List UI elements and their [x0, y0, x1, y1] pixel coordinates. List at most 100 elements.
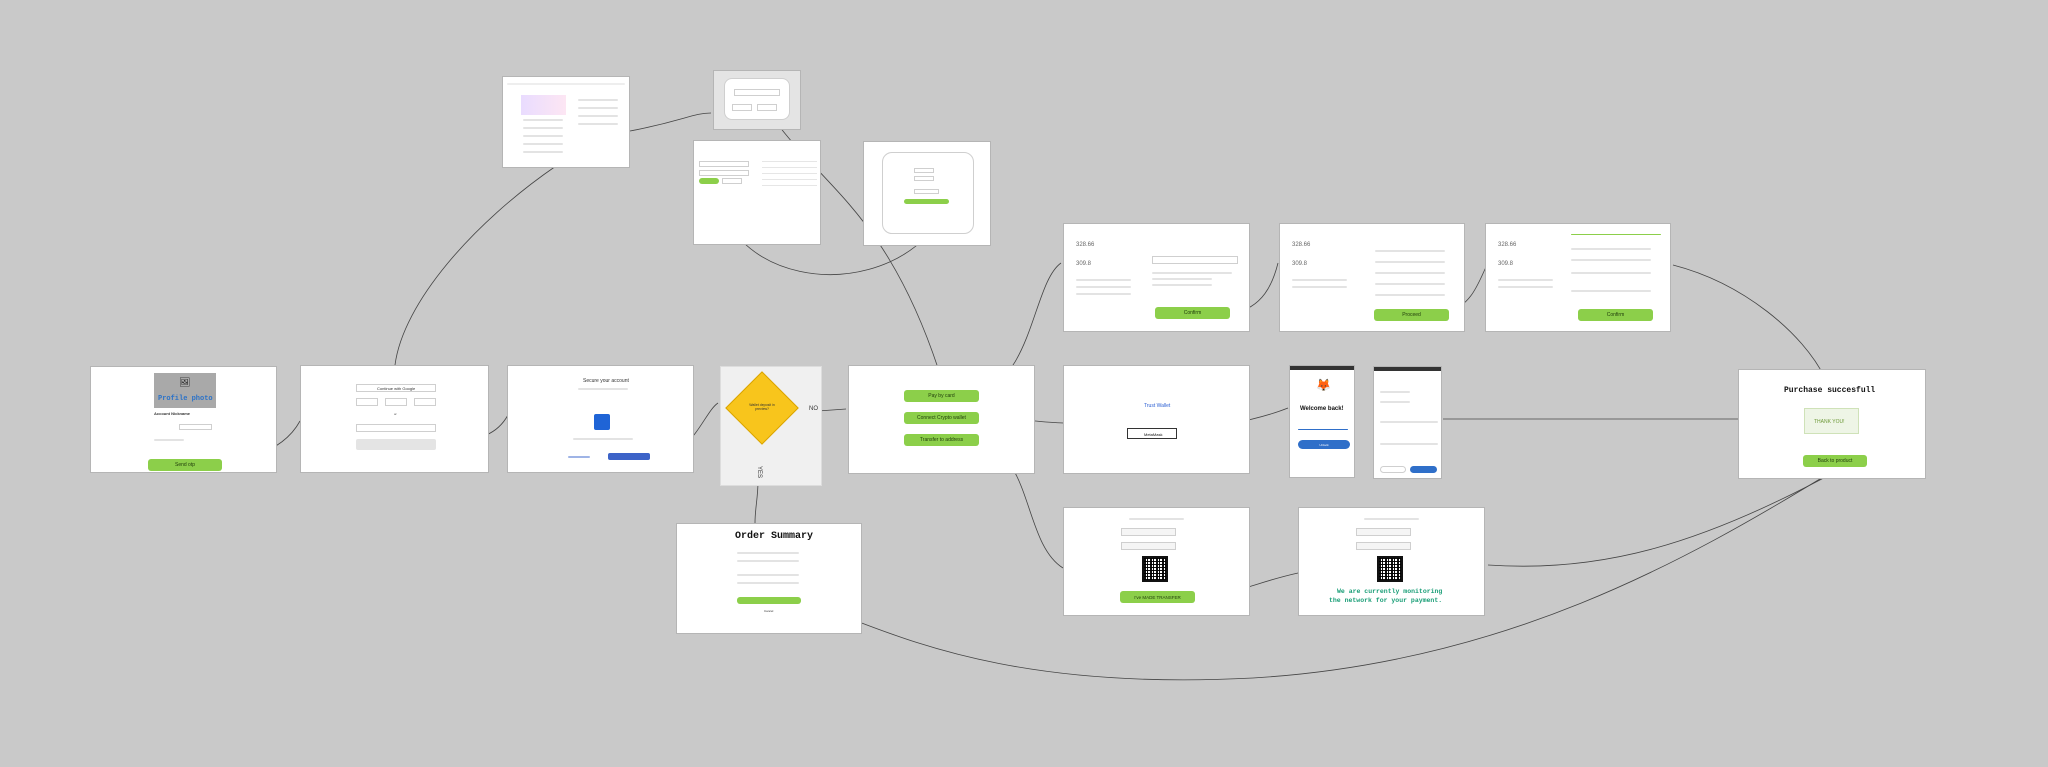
- amount-secondary: 309.8: [1498, 261, 1514, 267]
- note-row: [1152, 272, 1232, 274]
- order-cancel[interactable]: Cancel: [764, 609, 774, 613]
- wallet-address-input[interactable]: [1152, 256, 1238, 264]
- row: [523, 151, 563, 153]
- detail-row: [1380, 391, 1410, 393]
- made-transfer-button[interactable]: I've MADE TRANSFER: [1120, 591, 1195, 603]
- exchange-frame: [693, 140, 821, 245]
- connect-wallet-button[interactable]: Connect Crypto wallet: [904, 412, 979, 424]
- secure-title: Secure your account: [583, 378, 629, 384]
- continue-button-disabled[interactable]: [356, 439, 436, 450]
- monitoring-line-1: We are currently monitoring: [1337, 588, 1443, 595]
- order-title: Order Summary: [735, 531, 814, 542]
- exchange-modal-frame: [863, 141, 991, 246]
- nickname-input[interactable]: [179, 424, 212, 430]
- amount-secondary: 309.8: [1292, 261, 1308, 267]
- unlock-button[interactable]: Unlock: [1298, 440, 1350, 449]
- profile-photo-label: Profile photo: [158, 395, 213, 403]
- transfer-button[interactable]: Transfer to address: [904, 434, 979, 446]
- method-row[interactable]: [1375, 294, 1445, 296]
- fox-icon: 🦊: [1316, 378, 1331, 392]
- row: [578, 107, 618, 109]
- social-button[interactable]: [356, 398, 378, 406]
- order-row: [737, 560, 799, 562]
- info-row: [1292, 286, 1347, 288]
- monitoring-line-2: the network for your payment.: [1329, 597, 1443, 604]
- email-input[interactable]: [356, 424, 436, 432]
- or-label: or: [394, 412, 397, 416]
- continue-google-button[interactable]: Continue with Google: [356, 384, 436, 392]
- social-button[interactable]: [385, 398, 407, 406]
- payment-options-frame: Pay by card Connect Crypto wallet Transf…: [848, 365, 1035, 474]
- trust-wallet-label[interactable]: Trust Wallet: [1144, 403, 1171, 409]
- summary-row: [1571, 272, 1651, 274]
- exchange-button-alt[interactable]: [722, 178, 742, 184]
- address-field: [1121, 542, 1176, 550]
- thank-you-label: THANK YOU!: [1814, 419, 1845, 425]
- connector-card3-success: [1672, 264, 1826, 379]
- confirm-button[interactable]: Confirm: [1155, 307, 1230, 319]
- modal-input[interactable]: [734, 89, 780, 96]
- exchange-button[interactable]: [699, 178, 719, 184]
- card-payment-frame-2: 328.66 309.8 Proceed: [1279, 223, 1465, 332]
- connector-popup-payoptions: [762, 102, 939, 369]
- order-confirm-button[interactable]: [737, 597, 801, 604]
- login-frame: Continue with Google or: [300, 365, 489, 473]
- exchange-modal-input[interactable]: [914, 189, 939, 194]
- instruction-line: [1364, 518, 1419, 520]
- info-row: [1076, 279, 1131, 281]
- profile-photo-box[interactable]: 🖼 Profile photo: [154, 373, 216, 408]
- monitoring-frame: We are currently monitoring the network …: [1298, 507, 1485, 616]
- transfer-qr-frame: I've MADE TRANSFER: [1063, 507, 1250, 616]
- exchange-input[interactable]: [699, 170, 749, 176]
- balance-card: [521, 95, 566, 115]
- proceed-button[interactable]: Proceed: [1374, 309, 1449, 321]
- password-field[interactable]: [1298, 429, 1348, 430]
- setup-2fa-button[interactable]: [608, 453, 650, 460]
- qr-code-icon: [1377, 556, 1403, 582]
- hint-line: [573, 438, 633, 440]
- exchange-modal-input[interactable]: [914, 176, 934, 181]
- detail-row: [1380, 401, 1410, 403]
- order-row: [737, 552, 799, 554]
- method-row[interactable]: [1375, 261, 1445, 263]
- note-row: [1152, 278, 1212, 280]
- back-to-product-button[interactable]: Back to product: [1803, 455, 1867, 467]
- amount-field: [1356, 528, 1411, 536]
- diagram-canvas: 🖼 Profile photo Account Nickname Send ot…: [3, 3, 2046, 765]
- exchange-input[interactable]: [699, 161, 749, 167]
- card-payment-frame-1: 328.66 309.8 Confirm: [1063, 223, 1250, 332]
- summary-row: [1571, 259, 1651, 261]
- skip-link[interactable]: [568, 456, 590, 458]
- order-row: [737, 574, 799, 576]
- amount: 328.66: [1292, 242, 1311, 248]
- modal-ok[interactable]: [757, 104, 777, 111]
- exchange-modal-input[interactable]: [914, 168, 934, 173]
- row: [578, 115, 618, 117]
- info-row: [1498, 286, 1553, 288]
- account-nickname-label: Account Nickname: [154, 411, 191, 416]
- method-row[interactable]: [1375, 250, 1445, 252]
- info-row: [1292, 279, 1347, 281]
- reject-button[interactable]: [1380, 466, 1406, 473]
- pay-by-card-button[interactable]: Pay by card: [904, 390, 979, 402]
- method-row[interactable]: [1375, 272, 1445, 274]
- order-row: [737, 582, 799, 584]
- method-row[interactable]: [1375, 283, 1445, 285]
- info-row: [1498, 279, 1553, 281]
- confirm-button[interactable]: Confirm: [1578, 309, 1653, 321]
- google-label: Continue with Google: [377, 386, 416, 391]
- detail-row: [1380, 443, 1438, 445]
- confirm-button[interactable]: [1410, 466, 1437, 473]
- address-field: [1356, 542, 1411, 550]
- summary-row: [1571, 290, 1651, 292]
- modal-cancel[interactable]: [732, 104, 752, 111]
- exchange-modal-submit[interactable]: [904, 199, 949, 204]
- social-button[interactable]: [414, 398, 436, 406]
- metamask-button[interactable]: MetaMask: [1127, 428, 1177, 439]
- amount: 328.66: [1498, 242, 1517, 248]
- connector-decision-order: [754, 480, 759, 524]
- wallet-choice-frame: Trust Wallet MetaMask: [1063, 365, 1250, 474]
- send-otp-button[interactable]: Send otp: [148, 459, 222, 471]
- success-title: Purchase succesfull: [1784, 386, 1876, 395]
- amount: 328.66: [1076, 242, 1095, 248]
